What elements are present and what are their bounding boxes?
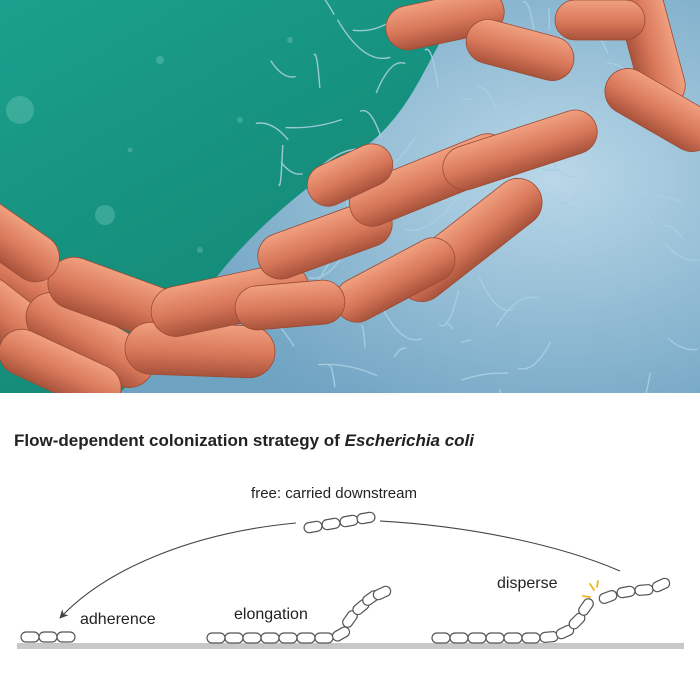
tissue-fiber <box>318 363 378 377</box>
tissue-fiber <box>313 53 321 89</box>
cell-elongation <box>331 626 351 642</box>
tissue-fiber <box>255 122 289 141</box>
cell-elongation <box>372 585 392 601</box>
cell-disperse <box>449 632 469 644</box>
cell-elongation <box>224 632 244 644</box>
tissue-fiber <box>495 296 538 327</box>
cell-disperse <box>521 632 541 644</box>
tissue-fiber <box>460 339 472 344</box>
cell-elongation <box>260 632 280 644</box>
tissue-fiber <box>324 0 335 16</box>
diagram-title: Flow-dependent colonization strategy of … <box>14 431 475 450</box>
cell-free <box>356 511 376 525</box>
cell-elongation <box>296 632 316 644</box>
tissue-fiber <box>424 48 439 88</box>
label-disperse: disperse <box>497 575 558 592</box>
bacterium-rod <box>306 143 394 207</box>
tissue-fiber <box>499 388 502 393</box>
tissue-fiber <box>461 372 509 381</box>
bacterium-rod <box>465 19 575 81</box>
cell-disperse <box>539 631 559 643</box>
cell-adherence <box>56 631 76 643</box>
cell-disperse <box>578 598 594 616</box>
cell-elongation <box>278 632 298 644</box>
tissue-fiber <box>360 325 366 348</box>
cell-detached <box>598 590 618 604</box>
tissue-fiber <box>549 192 583 205</box>
bacterium-rod <box>604 68 700 152</box>
tissue-fiber <box>285 118 343 129</box>
tissue-fiber <box>522 1 536 35</box>
tissue-fiber <box>438 290 460 327</box>
cell-detached <box>616 585 636 599</box>
cell-detached <box>651 577 671 593</box>
tissue-fiber <box>603 194 654 224</box>
tissue-fiber <box>550 195 601 212</box>
tissue-fiber <box>278 144 284 187</box>
tissue-fiber <box>477 86 497 110</box>
tissue-fiber <box>667 337 698 351</box>
bacterium-rod <box>0 328 122 393</box>
cell-disperse <box>431 632 451 644</box>
tissue-fiber <box>645 372 651 393</box>
tissue-fiber <box>547 238 576 252</box>
tissue-fiber <box>327 364 336 388</box>
cell-adherence <box>20 631 40 643</box>
tissue-fiber <box>375 62 406 94</box>
cell-elongation <box>242 632 262 644</box>
cell-disperse <box>485 632 505 644</box>
tissue-fiber <box>446 323 454 330</box>
title-species: Escherichia coli <box>345 431 476 450</box>
cell-detached <box>634 584 654 596</box>
bacteria-rods <box>0 0 700 393</box>
spark-icon <box>582 580 599 598</box>
tissue-fiber <box>443 197 466 217</box>
curved-arrow-icon <box>59 522 297 619</box>
label-adherence: adherence <box>80 611 156 628</box>
cell-free <box>303 520 323 534</box>
tissue-fiber <box>662 225 684 240</box>
bacterium-rod <box>234 279 346 331</box>
cell-disperse <box>467 632 487 644</box>
tissue-fiber <box>478 275 514 312</box>
cell-disperse <box>503 632 523 644</box>
cell-chains <box>20 511 671 644</box>
tissue-fiber <box>359 109 383 139</box>
flow-curve-line <box>379 520 621 572</box>
bacterium-rod <box>0 197 60 283</box>
tissue-fiber <box>336 19 391 59</box>
bacterium-rod <box>554 0 646 41</box>
tissue-fiber <box>461 97 474 101</box>
title-prefix: Flow-dependent colonization strategy of <box>14 431 345 450</box>
tissue-fiber <box>280 161 303 175</box>
label-free: free: carried downstream <box>251 485 417 502</box>
surface-line <box>17 643 684 649</box>
bacterium-rod <box>442 109 598 191</box>
cell-free <box>321 517 341 531</box>
tissue-fiber <box>308 258 342 279</box>
label-elongation: elongation <box>234 606 308 623</box>
cell-free <box>339 514 359 528</box>
tissue-fiber <box>517 341 552 370</box>
tissue-fiber <box>626 192 683 203</box>
cell-elongation <box>206 632 226 644</box>
cell-elongation <box>314 632 334 644</box>
micrograph-image <box>0 0 700 393</box>
tissue-fiber <box>664 242 700 262</box>
tissue-fiber <box>393 347 407 358</box>
tissue-fiber <box>270 60 296 78</box>
cell-adherence <box>38 631 58 643</box>
